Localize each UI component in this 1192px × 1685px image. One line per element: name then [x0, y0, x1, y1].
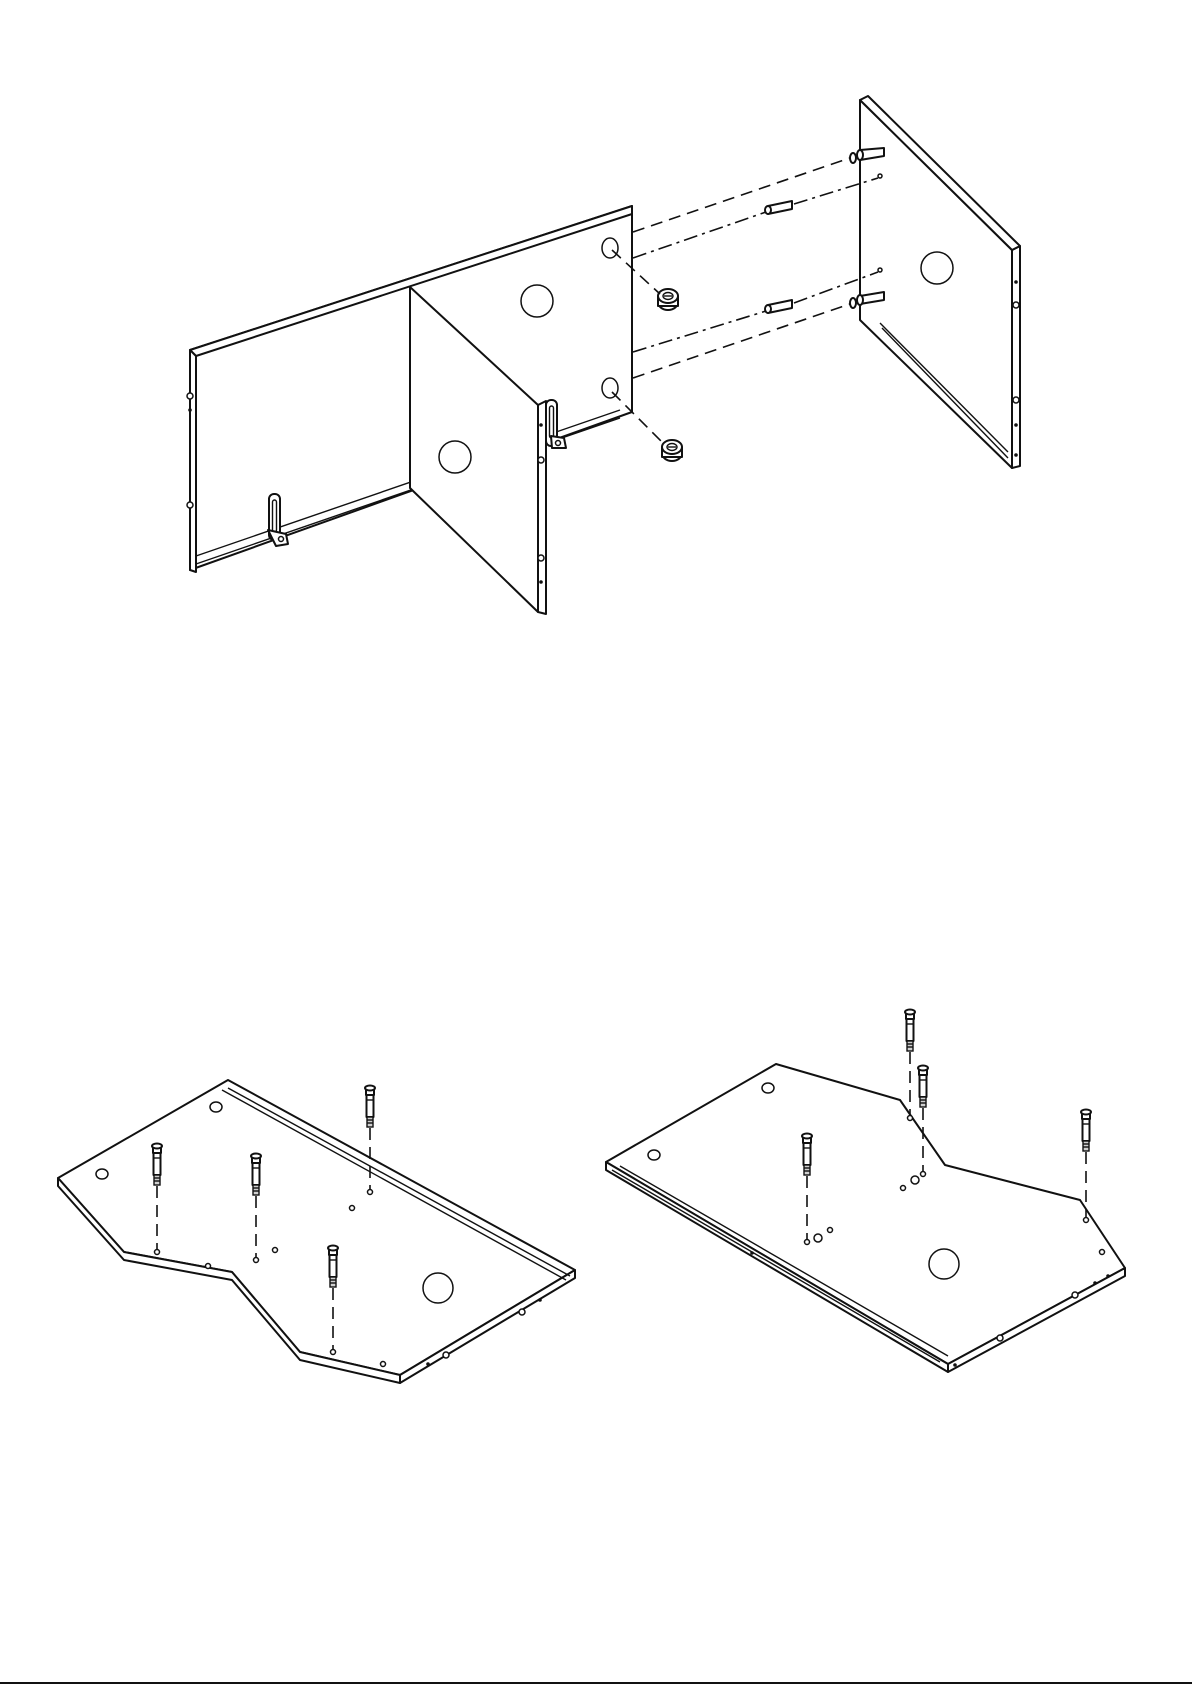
cable-hole	[929, 1249, 959, 1279]
cam-bolt-icon	[905, 1010, 915, 1121]
figure-top-right-bolts	[606, 1010, 1125, 1373]
shaped-board-left	[58, 1080, 575, 1383]
cable-hole	[921, 252, 953, 284]
cam-lock-icon	[658, 289, 678, 310]
shaped-board-right	[606, 1064, 1125, 1372]
cable-hole	[439, 441, 471, 473]
assembly-guide-lines	[612, 158, 878, 444]
cable-hole	[521, 285, 553, 317]
figure-panel-joining	[187, 96, 1020, 614]
figure-top-left-bolts	[58, 1080, 575, 1383]
cam-lock-icon	[662, 440, 682, 461]
cable-hole	[423, 1273, 453, 1303]
wooden-dowel-icon	[765, 300, 792, 313]
cam-hole	[602, 238, 618, 258]
wooden-dowel-icon	[765, 201, 792, 214]
